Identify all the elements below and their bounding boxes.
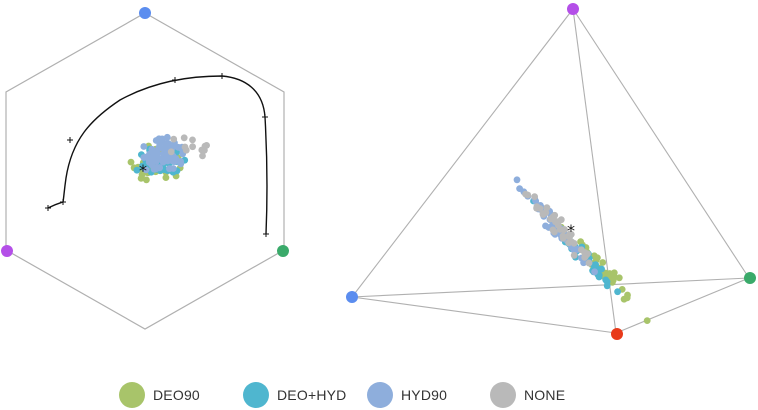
scatter-point-deo90 [143,176,150,184]
scatter-point-deo-hyd [614,288,621,296]
scatter-point-deo90 [643,317,651,324]
scatter-point-deo90 [609,276,617,284]
scatter-point-deo90 [577,238,584,246]
scatter-point-none [581,249,589,256]
legend-swatch-deo-hyd [243,382,269,408]
scatter-point-none [522,190,529,198]
scatter-point-none [551,228,558,236]
scatter-point-hyd90 [516,185,523,193]
tetrahedron-points [513,176,651,324]
scatter-point-deo-hyd [595,273,603,281]
corner-bottom-red [611,328,623,340]
corner-left-blue [346,291,358,303]
corner-right-green [277,245,289,257]
scatter-point-none [199,152,206,160]
scatter-point-deo90 [615,274,623,282]
scatter-point-deo90 [127,158,135,166]
scatter-point-none [167,148,175,156]
scatter-point-deo90 [599,259,607,266]
scatter-point-hyd90 [166,165,173,173]
scatter-point-hyd90 [177,158,185,165]
scatter-point-hyd90 [164,157,172,165]
hexagon-star-marker: * [139,161,147,180]
legend-label-none: NONE [524,387,566,403]
corner-left-purple [1,245,13,257]
scatter-point-deo-hyd [602,276,610,284]
scatter-point-deo90 [162,174,170,182]
scatter-point-none [585,259,593,267]
scatter-point-none [181,143,189,151]
scatter-point-hyd90 [160,145,168,153]
scatter-point-hyd90 [140,143,148,150]
scatter-point-none [556,226,564,233]
legend-label-deo90: DEO90 [153,387,200,403]
scatter-point-deo-hyd [133,166,141,174]
scatter-point-none [170,135,178,143]
hexagon-panel: * [1,7,289,330]
legend-swatch-hyd90 [367,382,393,408]
corner-top-purple [567,3,579,15]
scatter-point-deo-hyd [603,282,611,290]
scatter-point-hyd90 [171,158,179,166]
scatter-point-none [531,193,538,201]
scatter-point-hyd90 [142,166,150,174]
scatter-point-hyd90 [158,135,166,143]
corner-right-green [744,272,756,284]
tetrahedron-star-marker: * [567,221,575,240]
scatter-point-none [180,134,188,142]
scatter-point-hyd90 [513,176,521,184]
legend-item-deo-hyd: DEO+HYD [243,380,346,410]
legend-item-hyd90: HYD90 [367,380,447,410]
legend-label-deo-hyd: DEO+HYD [277,387,347,403]
scatter-point-deo-hyd [598,265,605,273]
tetrahedron-edges [351,8,750,334]
scatter-point-hyd90 [140,154,148,161]
scatter-point-hyd90 [150,157,158,164]
hexagon-points [127,133,211,184]
legend-label-hyd90: HYD90 [401,387,448,403]
scatter-point-none [559,232,567,240]
scatter-point-hyd90 [150,165,158,173]
legend-item-none: NONE [490,380,565,410]
scatter-point-none [533,203,541,211]
scatter-point-hyd90 [156,141,164,149]
scatter-point-deo90 [624,291,631,299]
scatter-point-none [189,143,197,151]
legend-swatch-none [490,382,516,408]
legend-item-deo90: DEO90 [119,380,200,410]
legend: DEO90 DEO+HYD HYD90 NONE [0,380,758,410]
tetrahedron-panel: * [346,3,756,340]
scatter-point-none [550,215,557,223]
trajectory-ticks [45,73,269,237]
scatter-point-none [570,251,578,259]
scatter-point-none [567,231,575,238]
hexagon-outline [5,12,285,330]
legend-swatch-deo90 [119,382,145,408]
scatter-point-none [189,136,196,144]
scatter-point-hyd90 [542,222,549,230]
scatter-point-hyd90 [580,259,587,267]
scatter-point-none [539,210,547,218]
scatter-point-deo-hyd [592,261,599,268]
scatter-point-none [568,238,576,246]
scatter-point-none [201,146,208,154]
scatter-point-deo90 [138,171,146,179]
corner-top-blue [139,7,151,19]
scatter-point-hyd90 [163,133,171,141]
scatter-point-hyd90 [591,268,598,276]
